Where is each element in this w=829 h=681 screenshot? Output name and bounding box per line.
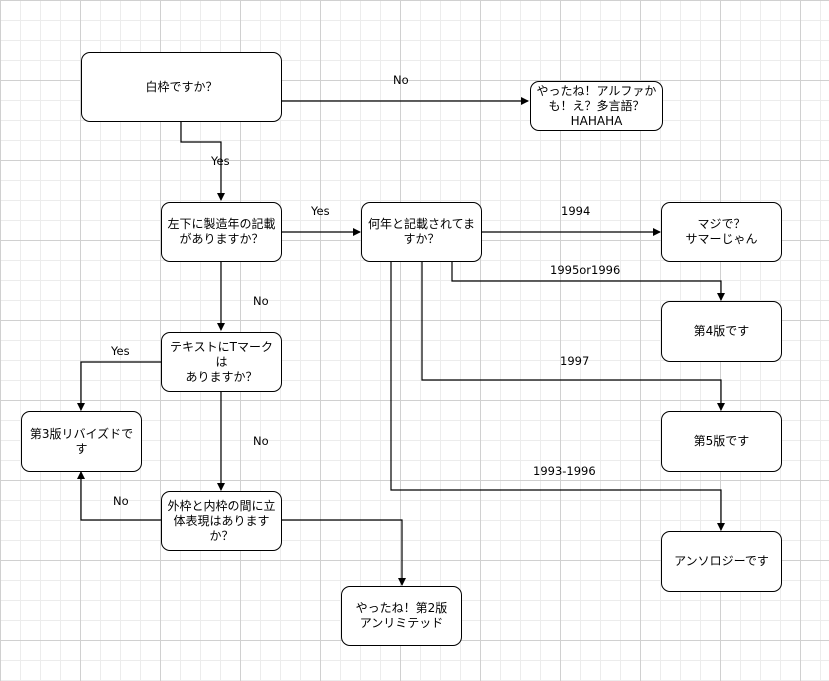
node-three-d: 外枠と内枠の間に立 体表現はありますか？ bbox=[161, 491, 282, 551]
edge-label-no-t-mark: No bbox=[253, 294, 269, 308]
edge-label-yes-revised3: Yes bbox=[111, 344, 130, 358]
node-t-mark: テキストにTマークは ありますか？ bbox=[161, 332, 282, 392]
edge-label-no-three-d: No bbox=[253, 434, 269, 448]
edge-label-yes-which-year: Yes bbox=[311, 204, 330, 218]
edge-which-year-to-ed5 bbox=[421, 262, 725, 411]
node-which-year: 何年と記載されてま すか？ bbox=[361, 202, 482, 262]
edge-which-year-to-ed4 bbox=[451, 262, 725, 301]
edge-label-1994: 1994 bbox=[561, 204, 591, 218]
edge-label-no-revised3: No bbox=[113, 494, 129, 508]
node-ed5: 第5版です bbox=[661, 411, 782, 472]
node-revised3: 第3版リバイズドです bbox=[21, 411, 142, 472]
edge-three-d-to-revised3 bbox=[77, 471, 161, 521]
edge-label-1995or1996: 1995or1996 bbox=[550, 263, 621, 277]
edge-three-d-to-unlimited bbox=[281, 519, 406, 586]
edge-which-year-to-anthology bbox=[390, 262, 725, 531]
node-anthology: アンソロジーです bbox=[661, 531, 782, 592]
node-start: 白枠ですか？ bbox=[81, 52, 282, 122]
node-made-year: 左下に製造年の記載 がありますか？ bbox=[161, 202, 282, 262]
edge-start-to-made-year bbox=[180, 122, 225, 201]
edge-label-yes-made-year: Yes bbox=[211, 154, 230, 168]
edge-label-1993-1996: 1993-1996 bbox=[533, 464, 596, 478]
edge-t-mark-to-revised3 bbox=[77, 361, 161, 411]
node-alpha: やったね！アルファか も！え？多言語？ HAHAHA bbox=[530, 81, 663, 131]
edge-label-1997: 1997 bbox=[560, 354, 590, 368]
node-summer: マジで？ サマーじゃん bbox=[661, 202, 782, 262]
node-ed4: 第4版です bbox=[661, 301, 782, 362]
node-unlimited: やったね！第2版 アンリミテッド bbox=[341, 586, 462, 646]
edge-label-no-alpha: No bbox=[393, 73, 409, 87]
